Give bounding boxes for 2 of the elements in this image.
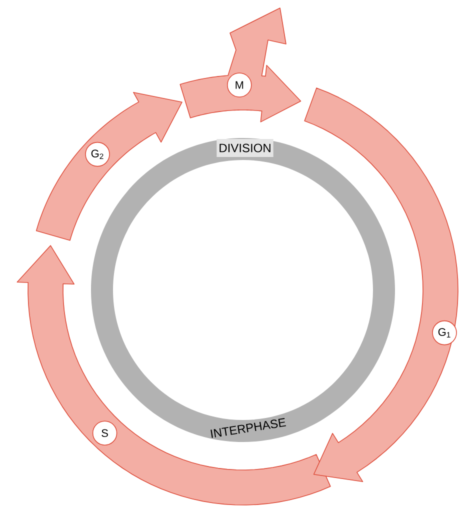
ring-label: DIVISION — [216, 139, 274, 157]
ring-label: INTERPHASE — [210, 418, 286, 438]
